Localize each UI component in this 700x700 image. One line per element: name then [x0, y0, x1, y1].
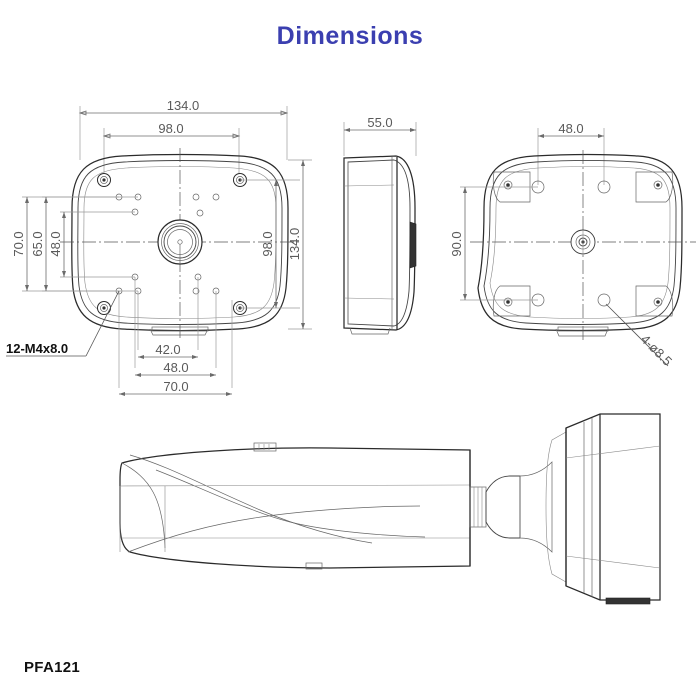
- dim-rear-left: 90.0: [449, 231, 464, 256]
- callout-mounting-hole-dia: 4-ø8.5: [638, 332, 675, 369]
- dim-bottom-inner: 42.0: [155, 342, 180, 357]
- dim-rear-top: 48.0: [558, 121, 583, 136]
- dim-left-inner: 48.0: [48, 231, 63, 256]
- bullet-camera-with-junction-box-assembly: [119, 413, 661, 605]
- junction-box-side-view: 55.0: [343, 115, 417, 335]
- dim-left-middle: 65.0: [30, 231, 45, 256]
- dim-top-inner: 98.0: [158, 121, 183, 136]
- dim-top-outer: 134.0: [167, 98, 200, 113]
- camera-bracket-arm: [469, 461, 553, 553]
- assembly-junction-box: [545, 413, 661, 605]
- dim-bottom-middle: 48.0: [163, 360, 188, 375]
- model-label: PFA121: [24, 659, 80, 676]
- page-title: Dimensions: [276, 22, 424, 50]
- dim-right-outer: 134.0: [287, 228, 302, 261]
- rear-corner-brackets: [492, 171, 674, 317]
- dim-bottom-outer: 70.0: [163, 379, 188, 394]
- dim-left-outer: 70.0: [11, 231, 26, 256]
- junction-box-rear-view: 48.0: [449, 121, 696, 369]
- dim-side-width: 55.0: [367, 115, 392, 130]
- dim-right-inner: 98.0: [260, 231, 275, 256]
- junction-box-top-view: 134.0 98.0: [6, 98, 312, 396]
- callout-m4-threads: 12-M4x8.0: [6, 341, 68, 356]
